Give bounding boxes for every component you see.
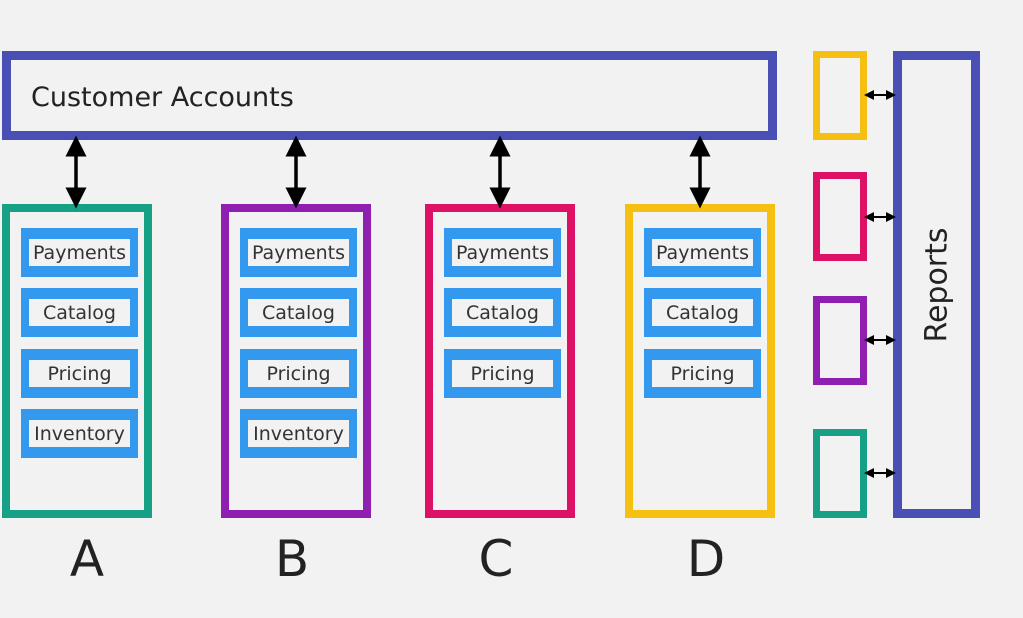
tenant-a-catalog-module: Catalog (21, 288, 138, 337)
tenant-b-letter: B (274, 530, 310, 588)
tenant-b-box: Payments Catalog Pricing Inventory (221, 204, 371, 518)
tenant-b-pricing-module: Pricing (240, 349, 357, 398)
report-source-purple-box (813, 296, 867, 385)
customer-accounts-label: Customer Accounts (31, 82, 294, 113)
report-source-teal-box (813, 429, 867, 518)
tenant-d-catalog-module: Catalog (644, 288, 761, 337)
tenant-d-letter: D (686, 530, 726, 588)
tenant-a-box: Payments Catalog Pricing Inventory (2, 204, 152, 518)
tenant-a-pricing-module: Pricing (21, 349, 138, 398)
tenant-b-catalog-module: Catalog (240, 288, 357, 337)
tenant-b-inventory-module: Inventory (240, 409, 357, 458)
tenant-c-catalog-module: Catalog (444, 288, 561, 337)
reports-box: Reports (893, 51, 980, 518)
customer-accounts-box: Customer Accounts (2, 51, 777, 140)
tenant-c-payments-module: Payments (444, 228, 561, 277)
tenant-d-pricing-module: Pricing (644, 349, 761, 398)
report-source-yellow-box (813, 51, 867, 140)
tenant-d-box: Payments Catalog Pricing (625, 204, 775, 518)
tenant-b-payments-module: Payments (240, 228, 357, 277)
tenant-a-letter: A (69, 530, 105, 588)
report-source-pink-box (813, 172, 867, 261)
tenant-c-letter: C (478, 530, 514, 588)
tenant-d-payments-module: Payments (644, 228, 761, 277)
tenant-c-pricing-module: Pricing (444, 349, 561, 398)
tenant-a-inventory-module: Inventory (21, 409, 138, 458)
tenant-a-payments-module: Payments (21, 228, 138, 277)
